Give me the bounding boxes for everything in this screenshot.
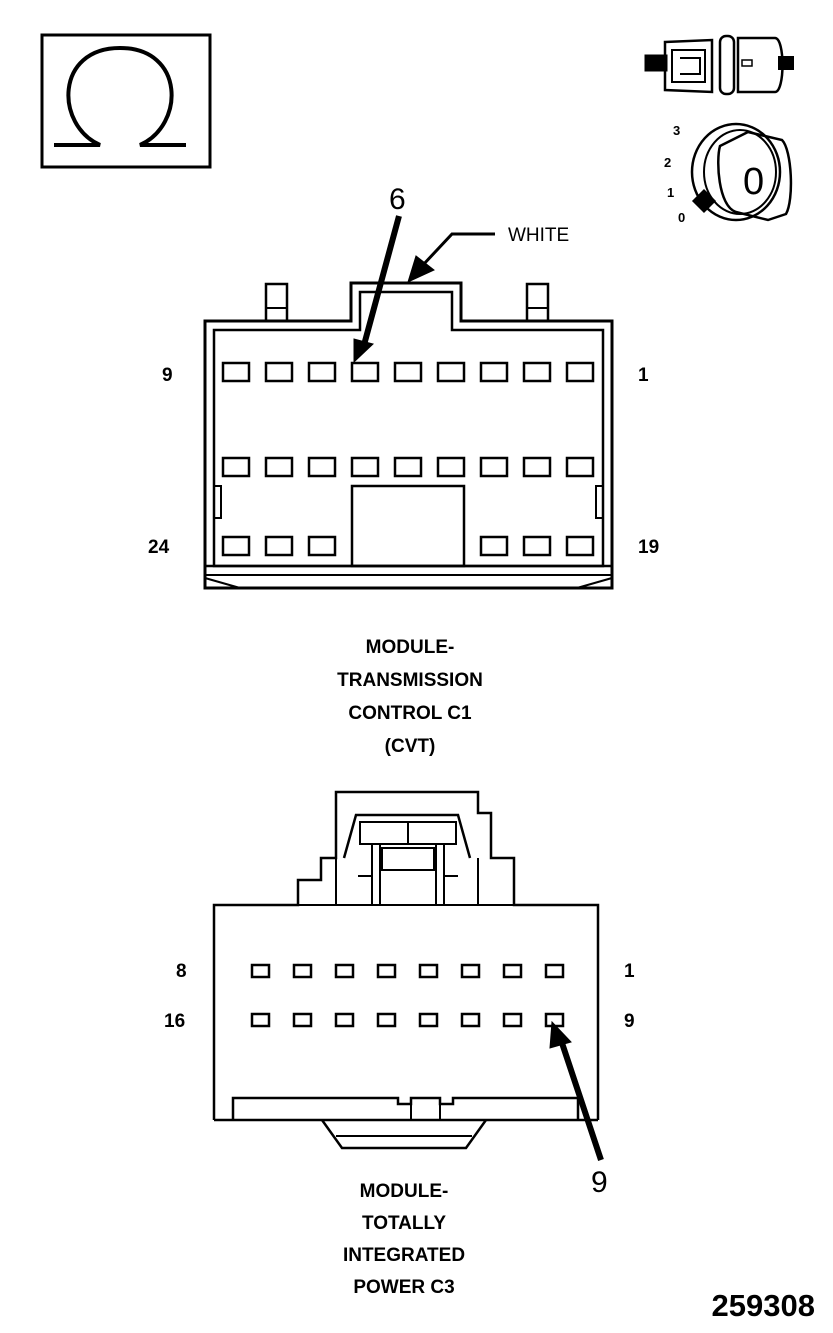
c1-pin-row-3 xyxy=(221,535,595,557)
c1-caption-line-1: MODULE- xyxy=(366,637,455,658)
c1-caption-line-3: CONTROL C1 xyxy=(348,703,472,724)
ignition-position-0: 0 xyxy=(678,210,685,225)
c3-caption-line-3: INTEGRATED xyxy=(343,1245,465,1266)
c1-callout-arrow xyxy=(353,215,402,364)
c1-pin-label-top-left: 9 xyxy=(162,365,173,386)
c1-pin-label-top-right: 1 xyxy=(638,365,649,386)
connector-c3 xyxy=(212,790,600,1150)
disconnected-connector-icon xyxy=(644,34,794,96)
c1-pin-row-1 xyxy=(221,361,595,383)
c3-callout-arrow xyxy=(549,1020,604,1161)
c1-caption: MODULE- TRANSMISSION CONTROL C1 (CVT) xyxy=(337,637,483,757)
c3-pin-row-1 xyxy=(250,963,565,979)
ignition-key-label: 0 xyxy=(743,161,764,203)
c1-color-leader xyxy=(407,232,495,283)
c3-caption-line-4: POWER C3 xyxy=(353,1277,454,1298)
c1-pin-row-2 xyxy=(221,456,595,478)
c3-pin-label-bottom-left: 16 xyxy=(164,1011,185,1032)
ignition-key-icon xyxy=(690,122,793,222)
figure-id: 259308 xyxy=(712,1288,815,1323)
c1-pin-label-bottom-left: 24 xyxy=(148,537,170,558)
c1-caption-line-4: (CVT) xyxy=(385,736,436,757)
connector-c1 xyxy=(203,281,614,590)
c1-color-label: WHITE xyxy=(508,225,569,246)
ignition-position-1: 1 xyxy=(667,185,674,200)
c3-caption-line-1: MODULE- xyxy=(360,1181,449,1202)
ignition-position-3: 3 xyxy=(673,123,680,138)
c1-pin-label-bottom-right: 19 xyxy=(638,537,659,558)
omega-ohm-icon xyxy=(40,33,212,169)
c3-callout-number: 9 xyxy=(591,1166,608,1199)
c3-caption: MODULE- TOTALLY INTEGRATED POWER C3 xyxy=(343,1181,465,1298)
c3-caption-line-2: TOTALLY xyxy=(362,1213,446,1234)
c1-caption-line-2: TRANSMISSION xyxy=(337,670,483,691)
c1-callout-number: 6 xyxy=(389,183,406,216)
ignition-position-2: 2 xyxy=(664,155,671,170)
c3-pin-label-top-right: 1 xyxy=(624,961,635,982)
c3-pin-label-top-left: 8 xyxy=(176,961,187,982)
c3-pin-row-2 xyxy=(250,1012,565,1028)
c3-pin-label-bottom-right: 9 xyxy=(624,1011,635,1032)
